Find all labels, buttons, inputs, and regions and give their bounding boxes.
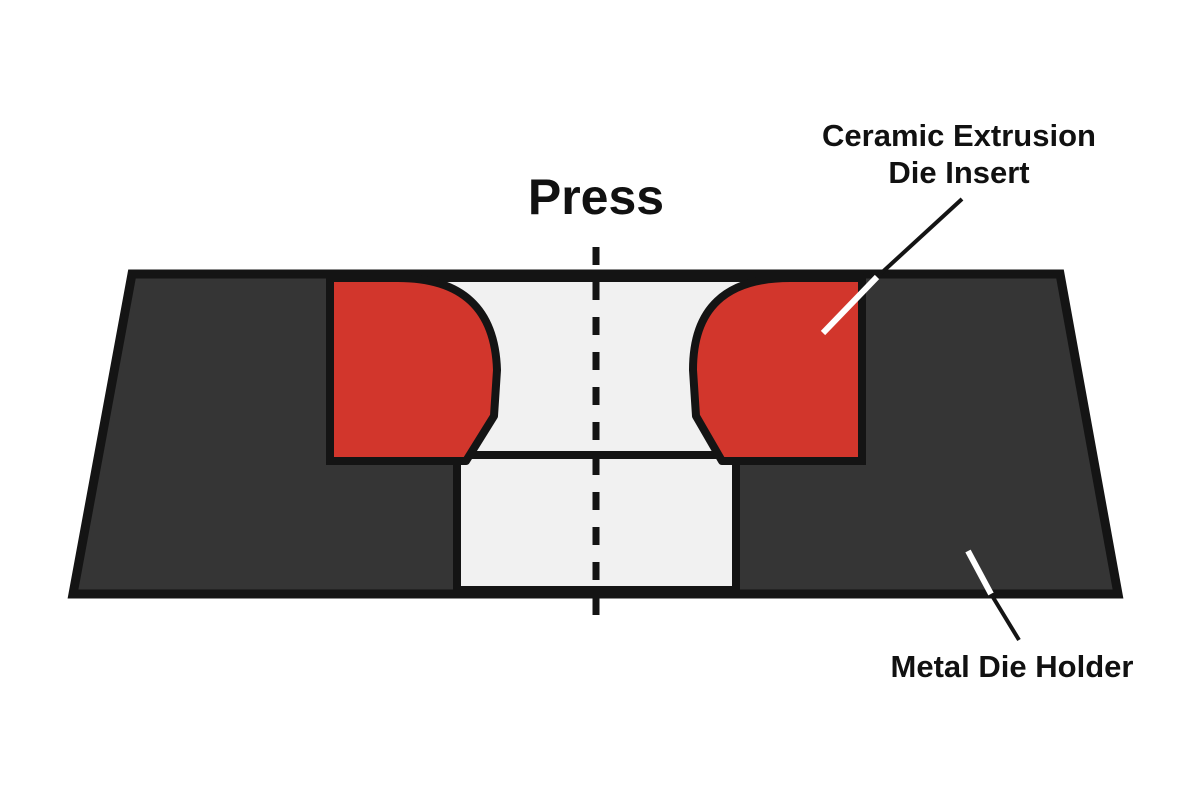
ceramic-leader-line-inner bbox=[820, 274, 880, 336]
ceramic-label-line2: Die Insert bbox=[888, 155, 1029, 190]
metal-leader-line-outer bbox=[989, 592, 1021, 642]
metal-leader-line-inner bbox=[965, 549, 994, 596]
lower-channel bbox=[453, 451, 740, 594]
ceramic-insert-right bbox=[689, 274, 866, 465]
press-label: Press bbox=[528, 169, 664, 225]
ceramic-insert-left bbox=[326, 274, 501, 465]
ceramic-leader-line-outer bbox=[875, 197, 964, 279]
metal-holder-label: Metal Die Holder bbox=[891, 649, 1134, 684]
ceramic-label-line1: Ceramic Extrusion bbox=[822, 118, 1096, 153]
